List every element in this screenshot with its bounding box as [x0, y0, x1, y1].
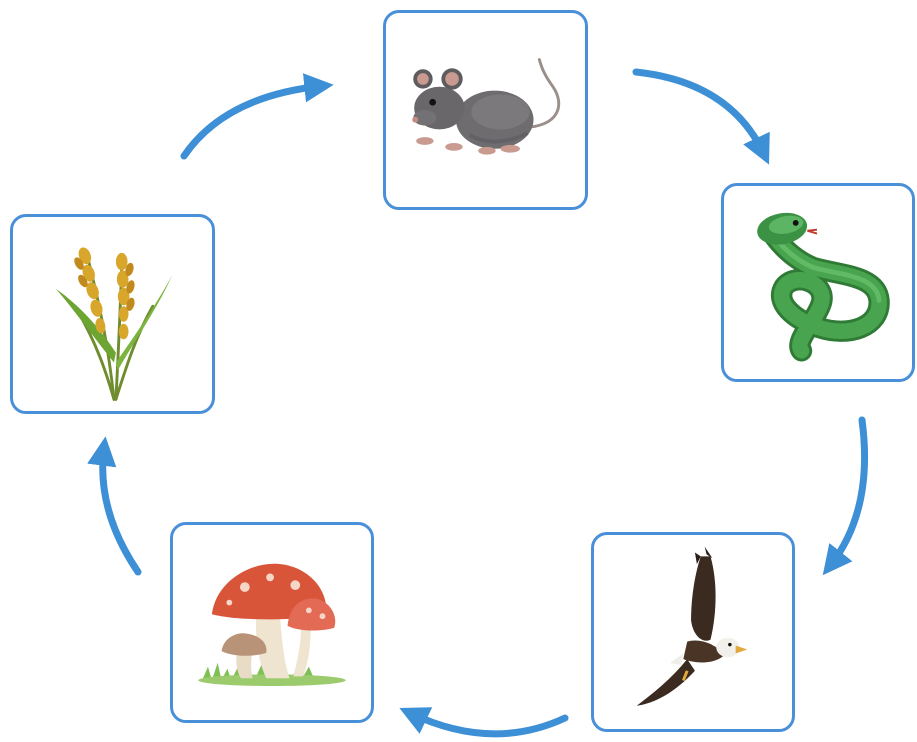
arrow-eagle-to-mushroom: [410, 713, 565, 734]
eagle-card: [591, 532, 795, 732]
wheat-icon: [13, 217, 212, 411]
arrow-wheat-to-mouse: [184, 86, 322, 156]
mushroom-card: [170, 522, 374, 723]
mushroom-icon: [173, 525, 371, 720]
arrow-mouse-to-snake: [636, 72, 764, 154]
arrow-mushroom-to-wheat: [103, 448, 138, 572]
arrow-snake-to-eagle: [830, 420, 865, 566]
mouse-card: [383, 10, 588, 210]
wheat-card: [10, 214, 215, 414]
snake-card: [721, 183, 915, 382]
eagle-icon: [594, 535, 792, 729]
snake-icon: [724, 186, 912, 379]
mouse-icon: [386, 13, 585, 207]
